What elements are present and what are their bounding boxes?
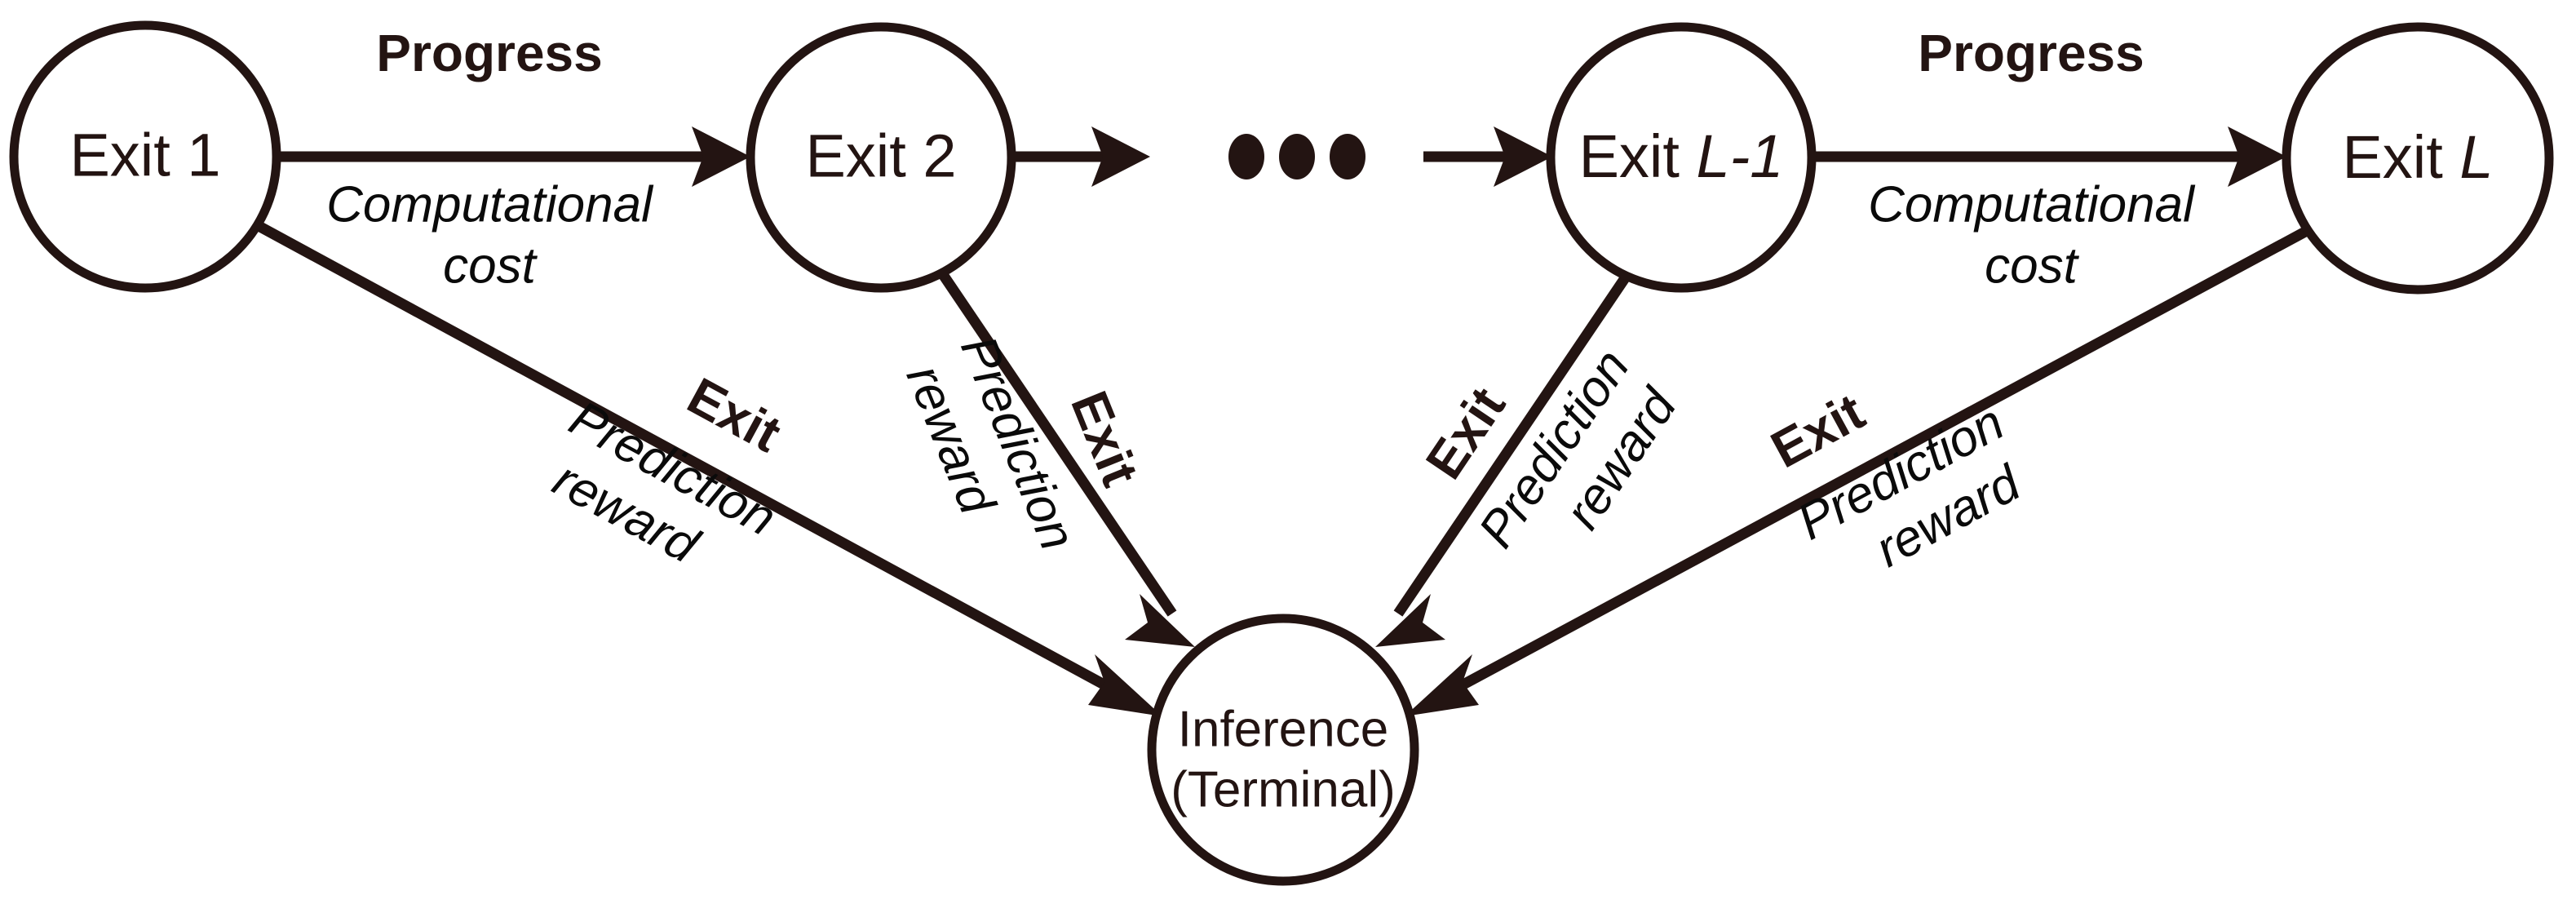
edge-exit1-exit2-italic-label-line2: cost — [443, 237, 538, 294]
ellipsis-dot-2 — [1279, 134, 1315, 179]
edge-exitL-terminal-labels: Exit Prediction reward — [1762, 382, 2031, 578]
arrowhead-icon — [1088, 654, 1162, 716]
edge-exitLm1-terminal-bold-label: Exit — [1414, 377, 1516, 490]
node-terminal[interactable]: Inference (Terminal) — [1147, 614, 1419, 886]
edge-exitLm1-exitL-italic-label-line1: Computational — [1868, 176, 2196, 233]
node-exit-l-label: Exit L — [2342, 123, 2493, 191]
arrowhead-icon — [1125, 594, 1195, 647]
node-exit2[interactable]: Exit 2 — [746, 22, 1016, 293]
edge-exit2-terminal-bold-label: Exit — [1060, 383, 1150, 494]
node-exit-l-prefix: Exit — [2342, 123, 2459, 191]
edge-exit1-exit2: Progress Computational cost — [277, 24, 750, 294]
node-exit1-circle[interactable] — [9, 20, 281, 293]
ellipsis-dots — [1228, 134, 1365, 179]
node-exit-l[interactable]: Exit L — [2282, 22, 2554, 295]
edge-exitLm1-terminal-line — [1393, 273, 1631, 617]
node-exit-l-italic: L — [2459, 123, 2493, 191]
node-exit2-circle[interactable] — [746, 22, 1016, 293]
edge-exit1-exit2-bold-label: Progress — [376, 24, 602, 82]
edge-exitLm1-exitL-bold-label: Progress — [1918, 24, 2144, 82]
node-exit1-label: Exit 1 — [69, 122, 220, 189]
edge-exitL-terminal-line — [1437, 227, 2308, 702]
edge-exit1-terminal-labels: Exit Prediction reward — [544, 366, 790, 575]
node-exit-l-minus-1-label: Exit L-1 — [1579, 122, 1784, 190]
node-exit2-label: Exit 2 — [805, 122, 956, 190]
arrowhead-icon — [1494, 126, 1552, 187]
edge-exit1-exit2-italic-label-line1: Computational — [326, 176, 654, 233]
node-exit-l-minus-1-italic: L-1 — [1696, 122, 1783, 190]
arrowhead-icon — [1091, 126, 1150, 187]
node-exit1[interactable]: Exit 1 — [9, 20, 281, 293]
edge-dots-exitLm1 — [1423, 126, 1552, 187]
node-exit-l-minus-1-circle[interactable] — [1546, 22, 1817, 293]
arrowhead-icon — [1405, 654, 1479, 716]
edge-exit2-dots — [1011, 126, 1150, 187]
ellipsis-dot-1 — [1228, 134, 1264, 179]
ellipsis-dot-3 — [1330, 134, 1365, 179]
node-terminal-label-line1: Inference — [1178, 701, 1389, 757]
node-terminal-label-line2: (Terminal) — [1171, 761, 1396, 818]
node-exit-l-circle[interactable] — [2282, 22, 2554, 295]
node-terminal-circle[interactable] — [1147, 614, 1419, 886]
node-exit-l-minus-1[interactable]: Exit L-1 — [1546, 22, 1817, 293]
edge-exit2-terminal-line — [937, 270, 1177, 617]
arrowhead-icon — [692, 126, 750, 187]
edge-exitLm1-exitL-italic-label-line2: cost — [1985, 237, 2079, 294]
node-exit-l-minus-1-prefix: Exit — [1579, 122, 1697, 190]
arrowhead-icon — [2228, 126, 2286, 187]
edge-exitLm1-exitL: Progress Computational cost — [1812, 24, 2286, 294]
arrowhead-icon — [1375, 594, 1445, 647]
edge-exit1-terminal-line — [257, 222, 1130, 702]
